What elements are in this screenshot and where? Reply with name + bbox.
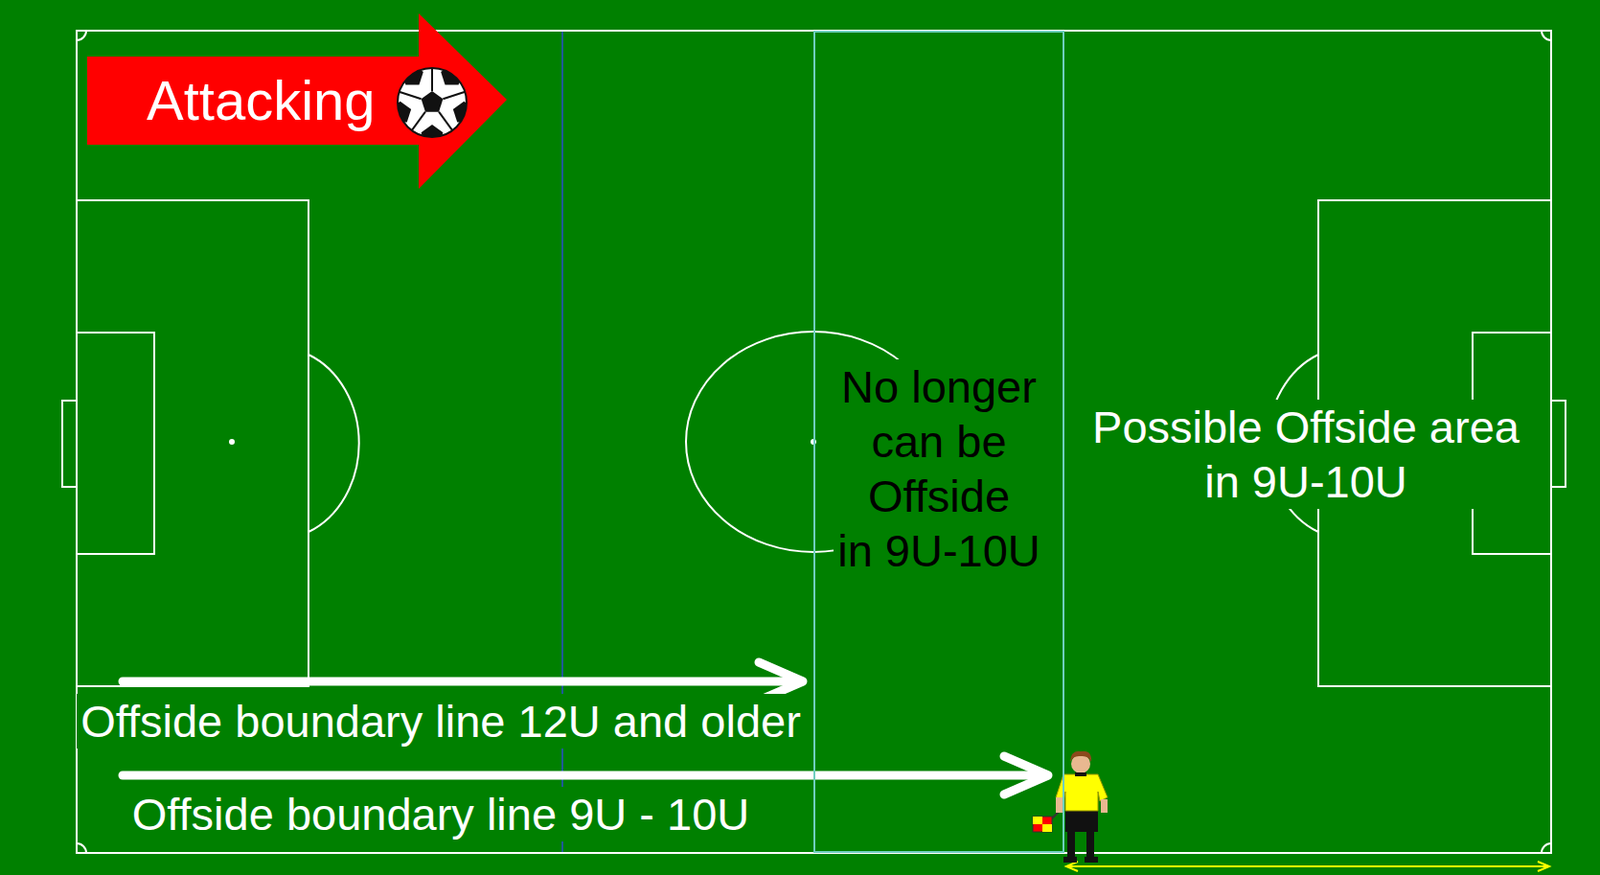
text-line: No longer: [837, 359, 1041, 414]
boundary-label: Offside boundary line 9U - 10U: [128, 786, 754, 842]
boundary-label: Offside boundary line 12U and older: [76, 693, 805, 749]
attacking-arrow: Attacking: [87, 13, 507, 189]
text-line: can be: [837, 413, 1041, 469]
no-offside-band: No longer can be Offside in 9U-10U: [813, 30, 1065, 853]
text-line: in 9U-10U: [837, 523, 1041, 578]
text-line: in 9U-10U: [1092, 454, 1520, 509]
soccer-ball: [388, 61, 477, 146]
text-line: Possible Offside area: [1092, 399, 1520, 455]
assistant-referee: [1032, 751, 1108, 863]
text-line: Offside: [837, 468, 1041, 524]
label-anchor: Offside boundary line 12U and older: [76, 693, 805, 749]
label-anchor: Offside boundary line 9U - 10U: [128, 786, 754, 842]
distance-arrow: [1066, 861, 1550, 871]
zone-label: No longer can be Offside in 9U-10U: [833, 359, 1045, 578]
zone-label: Possible Offside area in 9U-10U: [1088, 399, 1524, 509]
arrow-body: [87, 13, 507, 189]
label-anchor: Possible Offside area in 9U-10U: [1088, 399, 1524, 509]
field-lines: [62, 30, 1566, 853]
direction-label: Attacking: [146, 70, 376, 131]
